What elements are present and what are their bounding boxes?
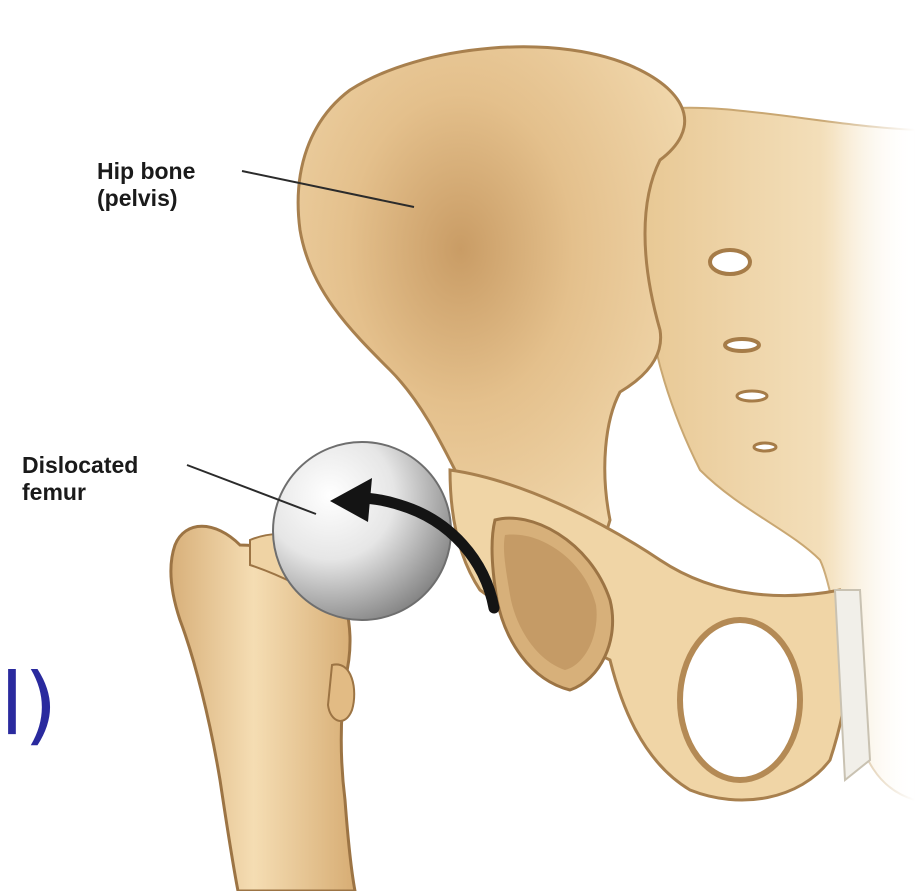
- sacral-foramen-1: [710, 250, 750, 274]
- femur-label-line2: femur: [22, 479, 138, 506]
- sacral-foramen-2: [725, 339, 759, 351]
- lesser-trochanter: [328, 664, 354, 720]
- hip-bone-label-line2: (pelvis): [97, 185, 195, 212]
- sacral-foramen-3: [737, 391, 767, 401]
- edge-text-fragment: l): [0, 657, 57, 753]
- hip-bone-label-line1: Hip bone: [97, 158, 195, 185]
- sacral-foramen-4: [754, 443, 776, 451]
- obturator-foramen: [680, 620, 800, 780]
- femur-label-line1: Dislocated: [22, 452, 138, 479]
- femoral-head: [273, 442, 451, 620]
- dislocated-femur-label: Dislocated femur: [22, 452, 138, 506]
- hip-bone-label: Hip bone (pelvis): [97, 158, 195, 212]
